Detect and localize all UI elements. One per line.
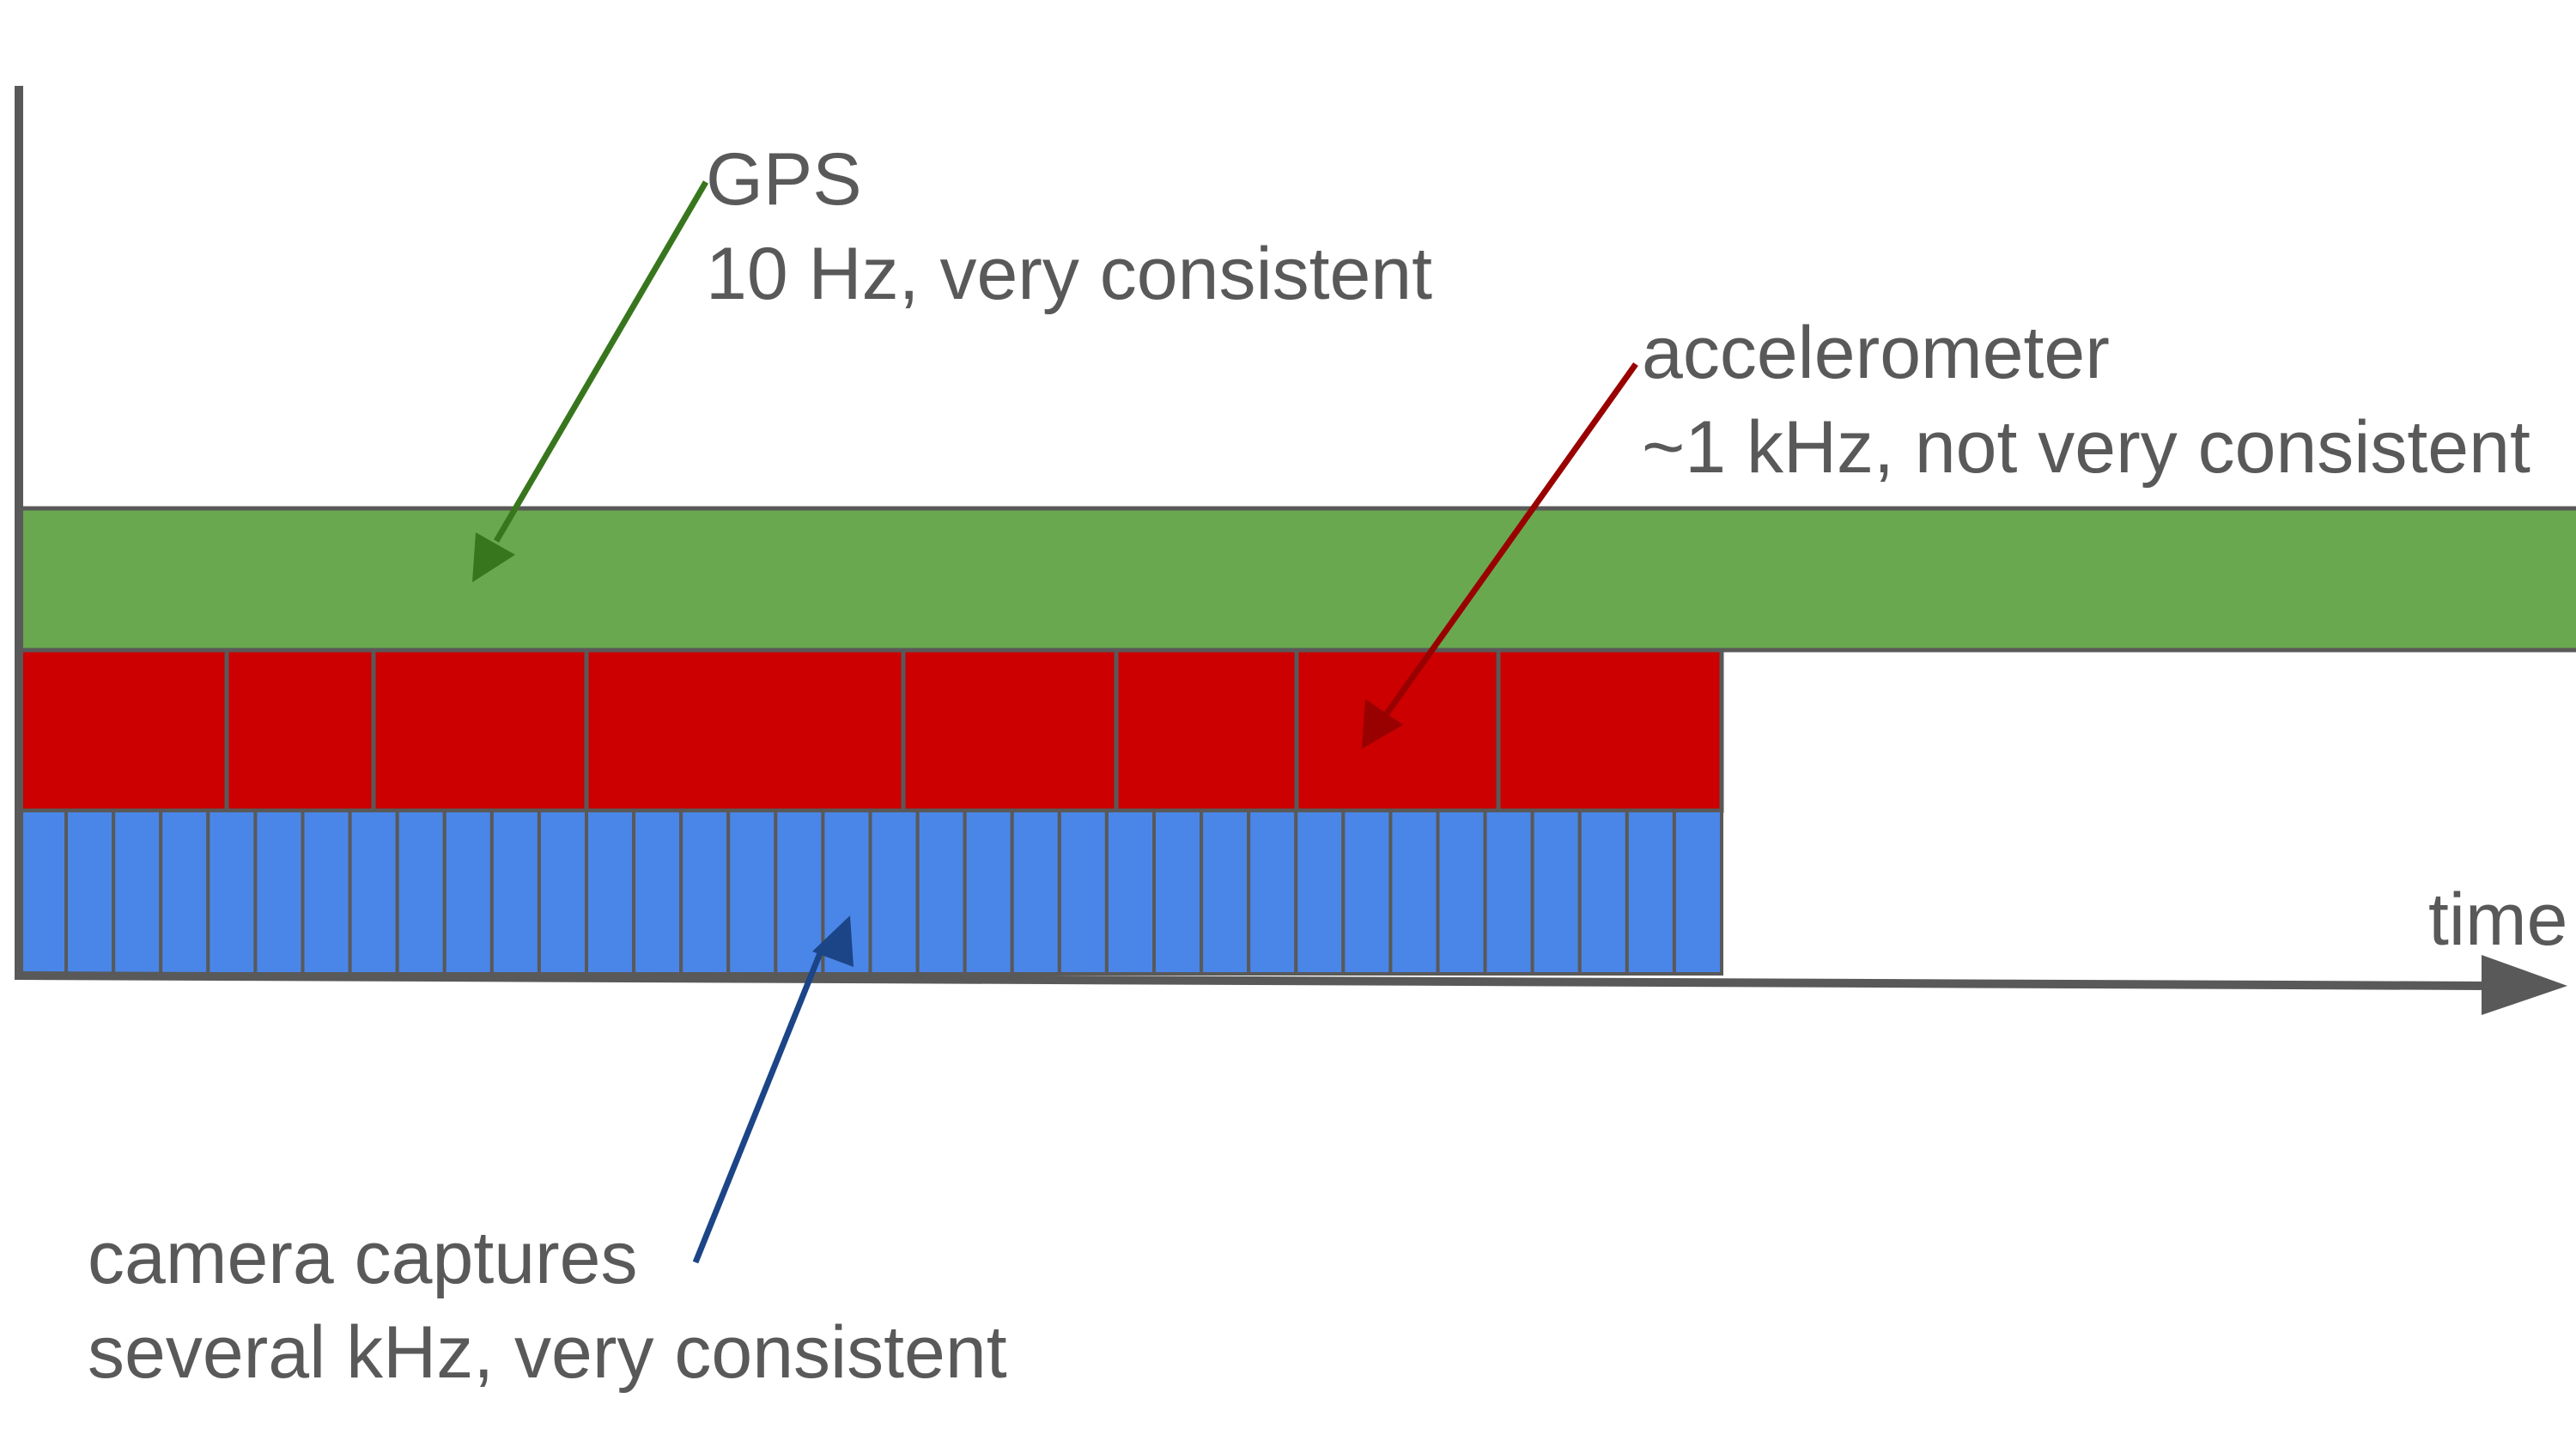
camera-sample-block [64,809,116,976]
accelerometer-callout-line [1380,362,1638,722]
camera-callout-line [692,951,823,1264]
camera-sample-block [159,809,210,976]
camera-sample-block [537,809,588,976]
accelerometer-sample-block [584,647,906,813]
camera-sample-block [1010,809,1061,976]
accelerometer-rate: ~1 kHz, not very consistent [1642,406,2530,489]
camera-sample-block [963,809,1014,976]
camera-sample-block [301,809,352,976]
camera-sample-block [442,809,494,976]
camera-sample-block [1436,809,1487,976]
x-axis-arrowhead [2482,955,2567,1015]
accelerometer-name: accelerometer [1642,312,2110,394]
camera-sample-block [1152,809,1204,976]
gps-name: GPS [706,138,862,221]
camera-sample-block [679,809,731,976]
accelerometer-sample-block [16,647,229,813]
camera-sample-block [1388,809,1440,976]
camera-sample-block [1057,809,1109,976]
accelerometer-sample-block [224,647,376,813]
accelerometer-sample-block [371,647,589,813]
camera-sample-block [1104,809,1157,976]
camera-sample-block [1483,809,1534,976]
camera-sample-block [632,809,683,976]
camera-sample-block [489,809,541,976]
accelerometer-sample-block [901,647,1119,813]
camera-sample-block [585,809,636,976]
camera-sample-block [1625,809,1676,976]
accelerometer-sample-block [1294,647,1501,813]
gps-rate: 10 Hz, very consistent [706,233,1432,315]
accelerometer-callout-arrowhead [1362,699,1403,749]
camera-sample-block [915,809,967,976]
gps-callout-arrowhead [472,532,515,582]
accelerometer-label: accelerometer ~1 kHz, not very consisten… [1642,312,2530,489]
camera-sample-block [1530,809,1582,976]
camera-label: camera captures several kHz, very consis… [88,1217,1007,1394]
camera-sample-block [206,809,258,976]
accelerometer-sample-block [1114,647,1299,813]
gps-callout-line [493,180,709,543]
camera-sample-block [868,809,920,976]
gps-sample-band [16,506,2576,653]
camera-rate: several kHz, very consistent [88,1311,1007,1394]
camera-sample-block [17,809,69,976]
camera-sample-block [1200,809,1251,976]
camera-sample-block [395,809,447,976]
camera-callout-arrowhead [812,915,854,967]
accelerometer-sample-row [16,647,1724,813]
camera-sample-block [253,809,305,976]
camera-sample-block [348,809,399,976]
x-axis-label: time [2428,878,2567,961]
camera-sample-block [1341,809,1393,976]
accelerometer-sample-block [1496,647,1724,813]
camera-sample-block [726,809,778,976]
x-axis [14,971,2491,990]
camera-sample-block [112,809,163,976]
gps-label: GPS 10 Hz, very consistent [706,138,1432,315]
camera-name: camera captures [88,1217,638,1299]
camera-sample-block [1672,809,1724,976]
camera-sample-block [1577,809,1629,976]
camera-sample-block [1247,809,1298,976]
camera-sample-block [1294,809,1346,976]
camera-sample-block [774,809,825,976]
camera-sample-row [17,809,1724,976]
